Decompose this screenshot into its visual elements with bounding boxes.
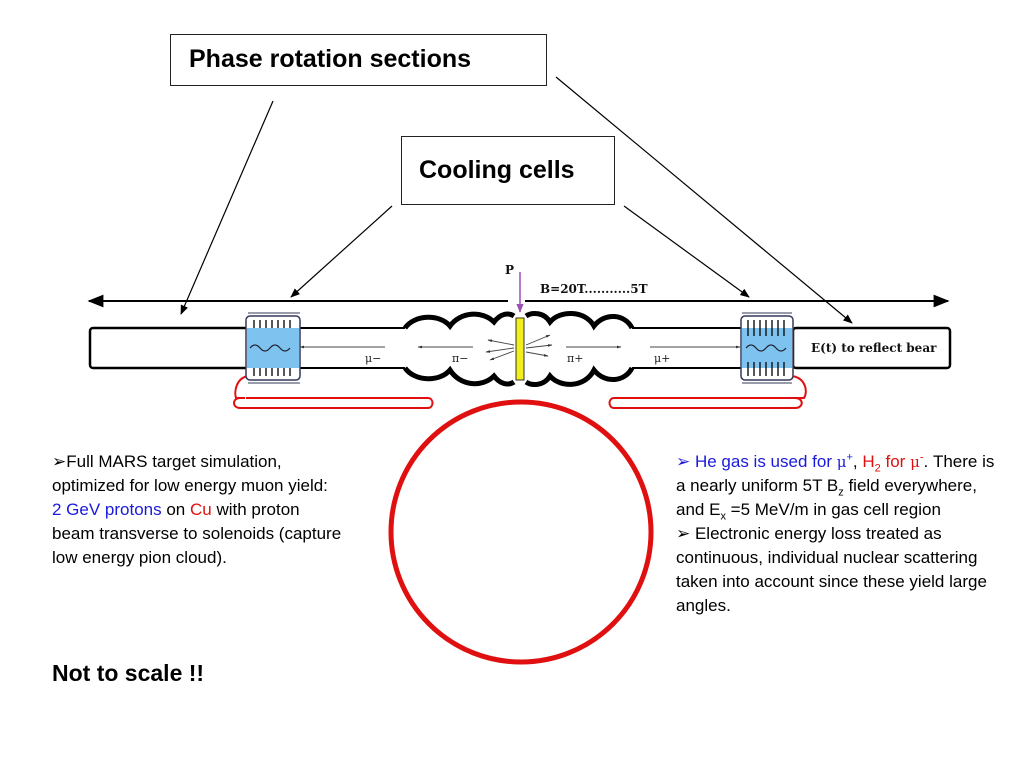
text-run: He gas is used for — [694, 452, 837, 471]
phase-rotation-section-left — [88, 326, 250, 370]
text-run: =5 MeV/m in gas cell region — [725, 500, 941, 519]
reflect-label: E(t) to reflect bear — [811, 341, 937, 355]
text-run: z — [838, 486, 844, 499]
text-run: There is a nearly uniform 5T B — [676, 452, 995, 495]
proton-label: P — [505, 263, 514, 277]
text-run: , — [852, 452, 863, 471]
text-run: for — [880, 452, 911, 471]
bullet-icon: ➢ — [52, 452, 67, 471]
text-run: with proton beam transverse to solenoids… — [52, 500, 342, 567]
target-material: Cu — [189, 500, 212, 519]
cooling-cell-right — [740, 312, 794, 384]
phase-rotation-callout: Phase rotation sections — [170, 34, 547, 86]
bullet-icon: ➢ — [676, 452, 695, 471]
cooling-cells-callout: Cooling cells — [401, 136, 615, 205]
mu-symbol: μ — [836, 453, 847, 471]
ring-loop-left — [233, 375, 434, 409]
ring-loop-right — [608, 375, 807, 409]
field-label: B=20T...........5T — [540, 282, 648, 296]
text-run: + — [846, 451, 853, 464]
mu-symbol: μ — [910, 453, 920, 471]
pi-plus-label: π+ — [567, 352, 583, 365]
storage-ring — [388, 399, 654, 665]
text-run: - — [919, 451, 924, 464]
cooling-cell-left — [245, 312, 301, 384]
text-run: H — [862, 452, 875, 471]
phase-rotation-label: Phase rotation sections — [189, 45, 472, 73]
capture-solenoid — [402, 311, 635, 387]
proton-energy: 2 GeV protons — [52, 500, 162, 519]
mu-minus-label: μ− — [365, 352, 381, 365]
bullet-icon: ➢ — [676, 524, 695, 543]
gas-cell-notes: ➢ He gas is used for μ+, H2 for μ-. Ther… — [676, 450, 1006, 618]
mu-plus-label: μ+ — [654, 352, 670, 365]
pi-minus-label: π− — [452, 352, 468, 365]
cooling-cells-label: Cooling cells — [419, 156, 575, 184]
text-run: field everywhere, and E — [676, 476, 977, 519]
pointer-arrow-cool-left — [290, 205, 393, 298]
text-run: Electronic energy loss treated as contin… — [676, 524, 987, 615]
text-run: . — [923, 452, 929, 471]
mars-simulation-note: ➢Full MARS target simulation, optimized … — [52, 450, 342, 570]
copper-target — [515, 317, 525, 381]
text-run: on — [161, 500, 190, 519]
text-run: Full MARS target simulation, optimized f… — [52, 452, 328, 495]
not-to-scale-note: Not to scale !! — [52, 660, 205, 686]
pointer-arrow-phase-left — [180, 100, 274, 315]
text-run: x — [720, 510, 726, 523]
pointer-arrow-phase-right — [555, 76, 853, 324]
text-run: 2 — [874, 462, 881, 475]
pion-spray — [485, 334, 553, 361]
pointer-arrow-cool-right — [623, 205, 750, 298]
